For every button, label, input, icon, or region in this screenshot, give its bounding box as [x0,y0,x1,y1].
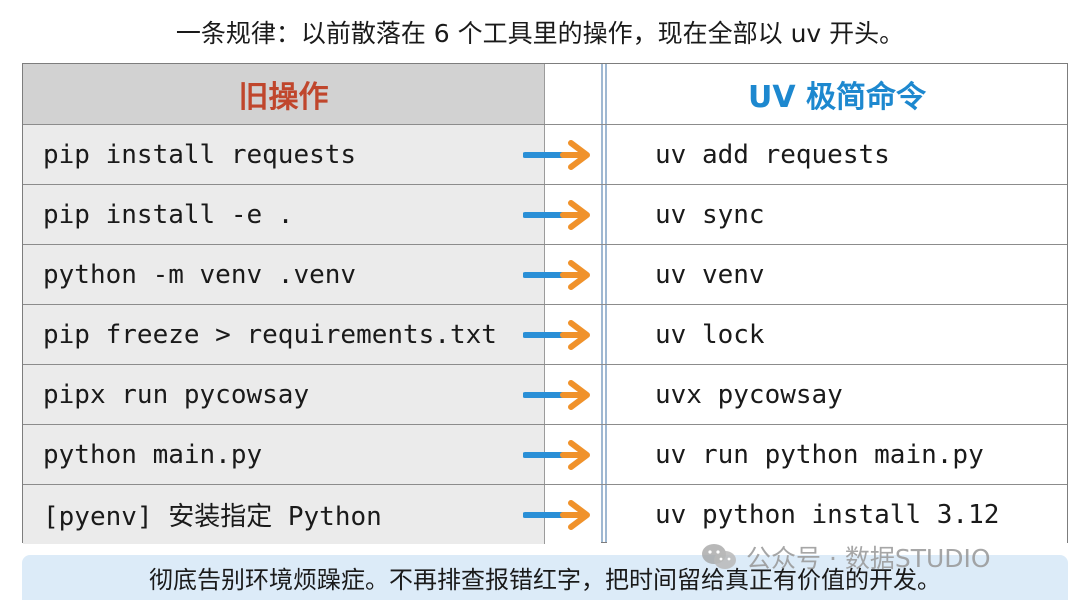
uv-command-cell: uv add requests [607,125,1067,184]
watermark-text: 公众号 · 数据STUDIO [746,544,991,573]
right-arrow-icon [523,380,590,410]
uv-command-cell: uvx pycowsay [607,365,1067,424]
table-row: pip freeze > requirements.txt uv lock [23,304,1067,364]
wechat-icon [702,544,736,569]
old-command-cell: [pyenv] 安装指定 Python [23,485,545,544]
page-title: 一条规律：以前散落在 6 个工具里的操作，现在全部以 uv 开头。 [175,19,905,48]
old-commands-header: 旧操作 [23,64,545,124]
right-arrow-icon [523,140,590,170]
uv-command-cell: uv python install 3.12 [607,485,1067,544]
uv-commands-header: UV 极简命令 [607,64,1067,124]
watermark: 公众号 · 数据STUDIO [700,540,991,574]
comparison-table: 旧操作 UV 极简命令 pip install requests uv add … [22,63,1068,544]
uv-command-cell: uv sync [607,185,1067,244]
old-command-cell: pip install -e . [23,185,545,244]
right-arrow-icon [523,320,590,350]
right-arrow-icon [523,260,590,290]
table-row: pip install -e . uv sync [23,184,1067,244]
footer-banner: 彻底告别环境烦躁症。不再排查报错红字，把时间留给真正有价值的开发。 [22,555,1068,600]
table-row: python -m venv .venv uv venv [23,244,1067,304]
table-row: python main.py uv run python main.py [23,424,1067,484]
old-command-cell: python -m venv .venv [23,245,545,304]
column-divider [601,64,607,542]
old-command-cell: pipx run pycowsay [23,365,545,424]
uv-command-cell: uv lock [607,305,1067,364]
uv-command-cell: uv run python main.py [607,425,1067,484]
uv-command-cell: uv venv [607,245,1067,304]
right-arrow-icon [523,200,590,230]
header-spacer [545,64,601,124]
table-row: pipx run pycowsay uvx pycowsay [23,364,1067,424]
old-command-cell: pip freeze > requirements.txt [23,305,545,364]
table-row: [pyenv] 安装指定 Python uv python install 3.… [23,484,1067,544]
right-arrow-icon [523,440,590,470]
right-arrow-icon [523,500,590,530]
old-command-cell: python main.py [23,425,545,484]
table-row: pip install requests uv add requests [23,124,1067,184]
old-command-cell: pip install requests [23,125,545,184]
